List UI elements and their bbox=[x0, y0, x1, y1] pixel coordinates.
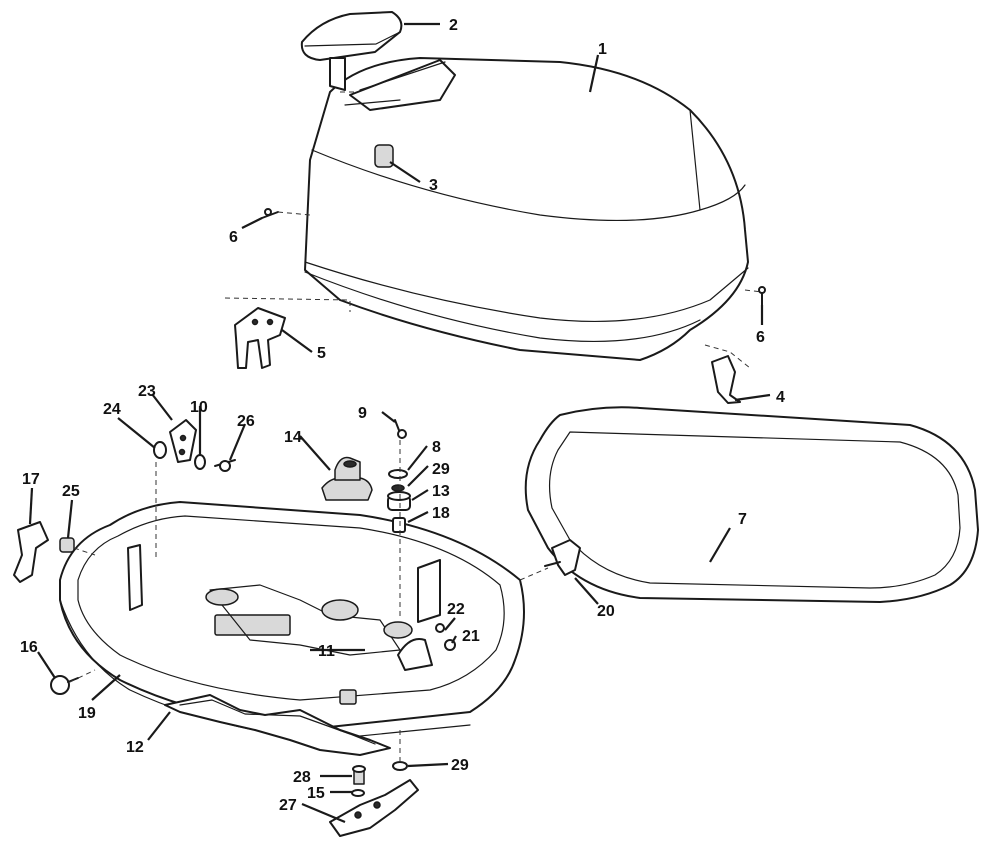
washer-part-8 bbox=[388, 469, 408, 479]
screw-part-6b bbox=[758, 286, 766, 306]
callout-23: 23 bbox=[138, 383, 156, 400]
lower-pan-part bbox=[59, 501, 525, 741]
callout-3: 3 bbox=[429, 177, 438, 194]
callout-29a: 29 bbox=[432, 461, 450, 478]
callout-12: 12 bbox=[126, 739, 144, 756]
screw-part-26 bbox=[214, 459, 236, 472]
callout-7: 7 bbox=[738, 511, 747, 528]
callout-6a: 6 bbox=[229, 229, 238, 246]
bracket-part-5 bbox=[234, 307, 286, 369]
leader-lines bbox=[28, 22, 771, 824]
screw-part-6a bbox=[261, 208, 279, 219]
screw-part-9 bbox=[394, 419, 407, 439]
washer-part-22 bbox=[435, 623, 445, 633]
bracket-part-4 bbox=[711, 355, 741, 404]
callout-6b: 6 bbox=[756, 329, 765, 346]
callout-17: 17 bbox=[22, 471, 40, 488]
callout-21: 21 bbox=[462, 628, 480, 645]
latch-lever-part-23 bbox=[169, 419, 197, 463]
nut-part-25 bbox=[59, 537, 75, 553]
latch-handle-part-17 bbox=[13, 521, 49, 583]
callout-labels: 1 2 3 6 6 5 4 7 9 8 29 13 18 14 10 26 23… bbox=[20, 17, 785, 814]
latch-cap-part bbox=[300, 11, 403, 91]
callout-10: 10 bbox=[190, 399, 208, 416]
callout-1: 1 bbox=[598, 41, 607, 58]
callout-25: 25 bbox=[62, 483, 80, 500]
callout-13: 13 bbox=[432, 483, 450, 500]
callout-24: 24 bbox=[103, 401, 121, 418]
bushing-part-13 bbox=[387, 491, 411, 511]
washer-part-29b bbox=[392, 761, 408, 771]
bolt-part-28 bbox=[352, 765, 366, 785]
callout-15: 15 bbox=[307, 785, 325, 802]
callout-22: 22 bbox=[447, 601, 465, 618]
callout-26: 26 bbox=[237, 413, 255, 430]
callout-16: 16 bbox=[20, 639, 38, 656]
callout-14: 14 bbox=[284, 429, 302, 446]
knob-part-16 bbox=[50, 675, 79, 695]
washer-part-15 bbox=[351, 789, 365, 797]
spacer-part-18 bbox=[392, 517, 406, 533]
callout-9: 9 bbox=[358, 405, 367, 422]
fitting-part-20 bbox=[544, 539, 581, 576]
seal-gasket-part bbox=[524, 406, 979, 603]
callout-29b: 29 bbox=[451, 757, 469, 774]
bottom-frame-part bbox=[164, 694, 391, 756]
callout-27: 27 bbox=[279, 797, 297, 814]
grommet-part-14 bbox=[321, 456, 373, 501]
callout-28: 28 bbox=[293, 769, 311, 786]
alignment-lines bbox=[69, 91, 763, 762]
callout-5: 5 bbox=[317, 345, 326, 362]
callout-8: 8 bbox=[432, 439, 441, 456]
callout-11: 11 bbox=[318, 643, 335, 660]
callout-4: 4 bbox=[776, 389, 785, 406]
washer-part-29a bbox=[391, 484, 405, 492]
callout-20: 20 bbox=[597, 603, 615, 620]
callout-2: 2 bbox=[449, 17, 458, 34]
washer-part-10 bbox=[194, 454, 206, 470]
callout-19: 19 bbox=[78, 705, 96, 722]
motor-cover-part bbox=[304, 57, 749, 361]
washer-part-24 bbox=[153, 441, 167, 459]
callout-18: 18 bbox=[432, 505, 450, 522]
bottom-bracket-part bbox=[329, 779, 419, 837]
